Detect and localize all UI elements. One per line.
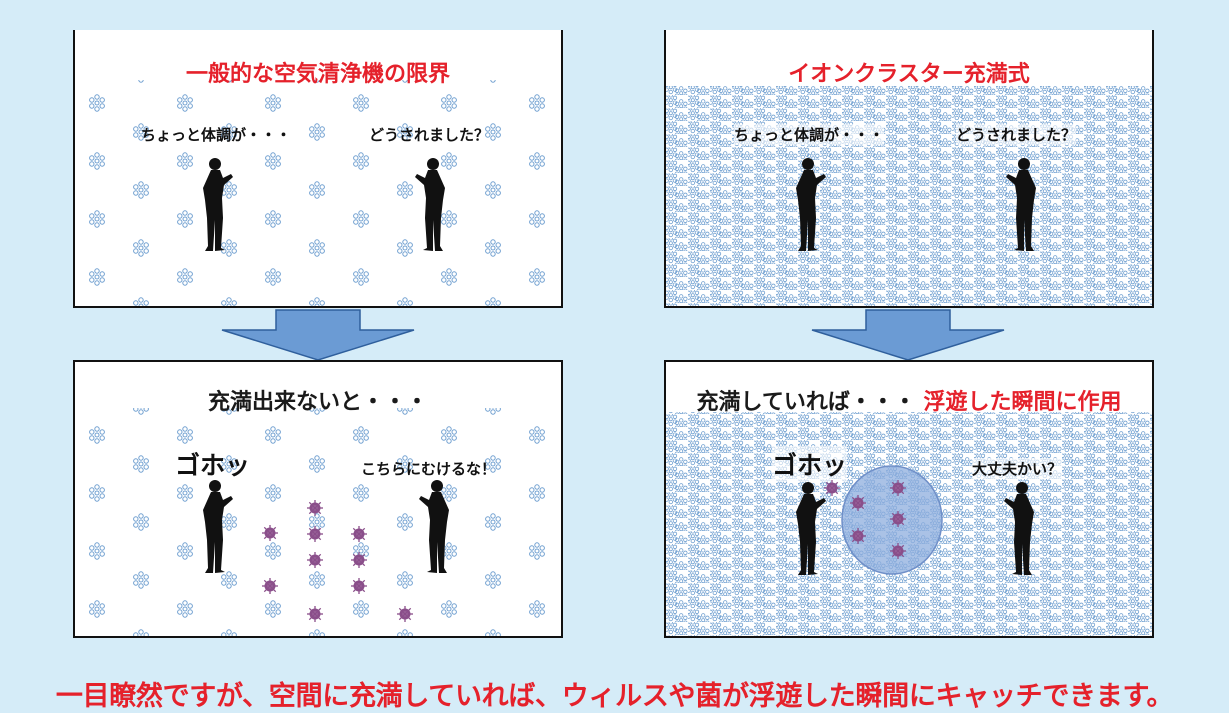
down-arrow-left (221, 309, 415, 361)
panel-title-part2: 浮遊した瞬間に作用 (923, 390, 1122, 415)
sparse-ion-background (75, 80, 561, 306)
cough-text: ゴホッ (175, 451, 251, 480)
person-left-silhouette (203, 158, 233, 251)
panel-title: イオンクラスター充満式 (788, 62, 1030, 87)
panel-title: 充満していれば・・・ 浮遊した瞬間に作用 (666, 384, 1152, 416)
dense-ion-background (666, 86, 1152, 306)
speech-right: どうされました？ (369, 126, 490, 144)
panel-general-purifier: 一般的な空気清浄機の限界 ちょっと体調が・・・ どうされました？ (73, 30, 563, 308)
speech-left: ちょっと体調が・・・ (734, 124, 885, 145)
person-right-silhouette (415, 158, 445, 251)
panel-title: 一般的な空気清浄機の限界 (185, 62, 450, 87)
speech-left: ちょっと体調が・・・ (141, 126, 292, 144)
down-arrow-right (811, 309, 1005, 361)
panel-title: 充満出来ないと・・・ (207, 390, 428, 415)
person-left-silhouette (796, 158, 826, 251)
panel-not-filled: 充満出来ないと・・・ ゴホッ こちらにむけるな！ (73, 360, 563, 638)
person-right-silhouette (1006, 158, 1036, 251)
bottom-caption: 一目瞭然ですが、空間に充満していれば、ウィルスや菌が浮遊した瞬間にキャッチできま… (55, 681, 1174, 712)
capture-sphere (823, 465, 943, 575)
sparse-ion-background (75, 408, 561, 636)
speech-right: こちらにむけるな！ (361, 460, 497, 478)
panel-filled: 充満していれば・・・ 浮遊した瞬間に作用 ゴホッ 大丈夫かい？ (664, 360, 1154, 638)
panel-title-part1: 充満していれば・・・ (696, 390, 916, 415)
panel-ion-cluster: イオンクラスター充満式 ちょっと体調が・・・ どうされました？ (664, 30, 1154, 308)
cough-text: ゴホッ (772, 446, 848, 482)
virus-particles (261, 499, 414, 623)
speech-right: どうされました？ (956, 124, 1077, 145)
speech-right: 大丈夫かい？ (972, 458, 1063, 479)
